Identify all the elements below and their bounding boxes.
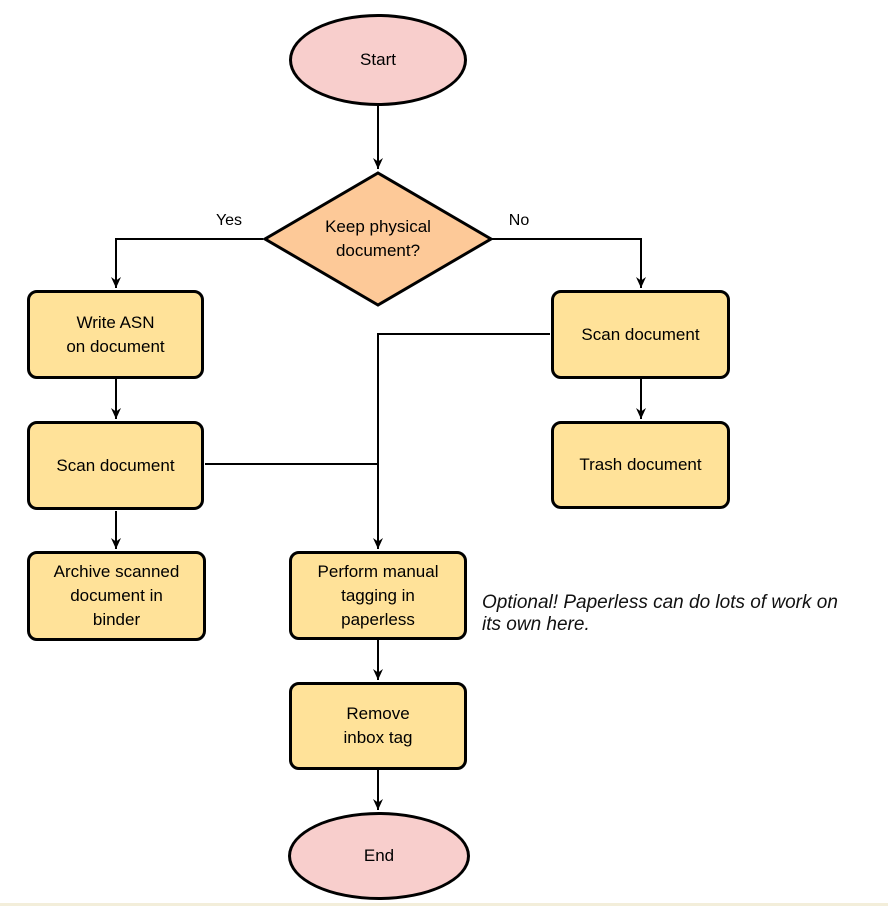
node-label-line: paperless: [341, 609, 415, 629]
annotation-line: its own here.: [482, 614, 590, 635]
node-start: Start: [289, 14, 467, 106]
node-archive-in-binder: Archive scanned document in binder: [27, 551, 206, 641]
node-label-line: tagging in: [341, 585, 415, 605]
node-label-line: Archive scanned: [53, 562, 180, 581]
node-label-line: Remove: [346, 704, 410, 723]
edge-label-no: No: [508, 212, 530, 229]
edge-decision-yes-to-write-asn: [111, 238, 263, 288]
edge-decision-no-to-scan-right: [492, 238, 646, 288]
node-label: End: [363, 846, 395, 865]
node-label-line: on document: [66, 336, 165, 356]
node-label-line: Scan document: [56, 455, 175, 475]
node-label-line: inbox tag: [343, 728, 413, 747]
decision-label: Keep physical document?: [262, 170, 494, 308]
node-label-line: Write ASN: [76, 312, 155, 332]
edge-label-yes: Yes: [215, 212, 243, 229]
node-scan-document-left: Scan document: [27, 421, 204, 510]
node-label: Start: [360, 50, 396, 69]
node-label-line: Keep physical: [325, 217, 431, 236]
node-label-line: Scan document: [581, 324, 700, 344]
node-remove-inbox-tag: Remove inbox tag: [289, 682, 467, 770]
edge-scan-right-to-tagging: [373, 333, 550, 549]
decision-diamond-shape: [262, 171, 494, 307]
annotation-line: Optional! Paperless can do lots of work …: [482, 592, 838, 613]
node-label-line: Perform manual: [317, 561, 439, 581]
node-manual-tagging: Perform manual tagging in paperless: [289, 551, 467, 640]
node-end: End: [288, 812, 470, 900]
node-label-line: binder: [92, 610, 141, 629]
bottom-divider: [0, 903, 888, 906]
node-scan-document-right: Scan document: [551, 290, 730, 379]
node-label-line: document?: [335, 241, 421, 260]
node-label-line: document in: [70, 586, 163, 605]
node-label-line: Trash document: [579, 455, 702, 474]
optional-annotation: Optional! Paperless can do lots of work …: [482, 592, 888, 636]
node-decision: Keep physical document?: [262, 170, 494, 308]
node-write-asn: Write ASN on document: [27, 290, 204, 379]
node-trash-document: Trash document: [551, 421, 730, 509]
